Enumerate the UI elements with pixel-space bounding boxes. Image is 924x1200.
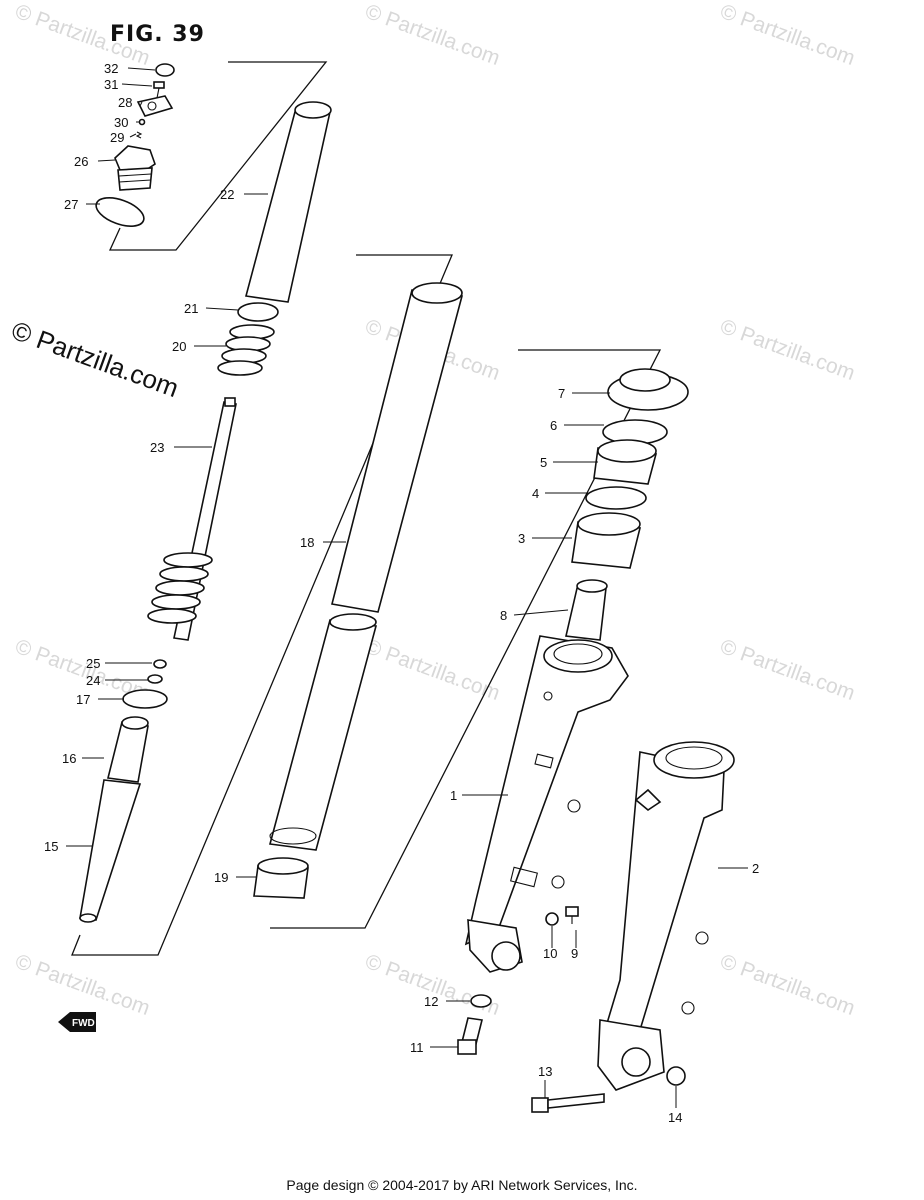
page-footer: Page design © 2004-2017 by ARI Network S…: [286, 1177, 638, 1193]
cylinder-lock-piece[interactable]: [565, 579, 608, 641]
spring-small[interactable]: [135, 131, 143, 139]
callout-32[interactable]: 32: [104, 61, 118, 76]
callout-15[interactable]: 15: [44, 839, 58, 854]
fwd-arrow-icon: FWD: [58, 1012, 96, 1032]
group-box-inner-tube: [71, 254, 453, 956]
callout-21[interactable]: 21: [184, 301, 198, 316]
callout-17[interactable]: 17: [76, 692, 90, 707]
figure-title: FIG. 39: [110, 22, 205, 47]
bolt-9[interactable]: [565, 906, 579, 924]
callout-20[interactable]: 20: [172, 339, 186, 354]
fwd-label: FWD: [72, 1018, 95, 1029]
callout-6[interactable]: 6: [550, 418, 557, 433]
ball[interactable]: [138, 118, 146, 126]
group-box-cap: [108, 61, 328, 251]
inner-tube[interactable]: [268, 282, 464, 851]
callout-14[interactable]: 14: [668, 1110, 682, 1125]
cap-screw[interactable]: [153, 81, 165, 99]
callout-4[interactable]: 4: [532, 486, 539, 501]
callout-13[interactable]: 13: [538, 1064, 552, 1079]
callout-7[interactable]: 7: [558, 386, 565, 401]
oil-seal[interactable]: [593, 439, 658, 485]
fork-spring-upper[interactable]: [217, 324, 275, 376]
group-box-outer-tube: [270, 349, 662, 929]
outer-tube-right[interactable]: [597, 741, 735, 1091]
callout-24[interactable]: 24: [86, 673, 100, 688]
outer-tube-left[interactable]: [464, 635, 629, 973]
washer-14[interactable]: [666, 1066, 686, 1086]
oil-lock-ring[interactable]: [122, 689, 168, 709]
callout-29[interactable]: 29: [110, 130, 124, 145]
callout-10[interactable]: 10: [543, 946, 557, 961]
callout-27[interactable]: 27: [64, 197, 78, 212]
slide-bushing[interactable]: [253, 857, 309, 899]
leader-lines: [66, 67, 748, 1108]
circlip-24[interactable]: [147, 674, 163, 684]
callout-16[interactable]: 16: [62, 751, 76, 766]
callout-1[interactable]: 1: [450, 788, 457, 803]
callout-9[interactable]: 9: [571, 946, 578, 961]
callout-12[interactable]: 12: [424, 994, 438, 1009]
callout-8[interactable]: 8: [500, 608, 507, 623]
guide-bushing[interactable]: [571, 512, 642, 569]
callout-26[interactable]: 26: [74, 154, 88, 169]
gasket-12[interactable]: [470, 994, 492, 1008]
callout-23[interactable]: 23: [150, 440, 164, 455]
fork-cap-bolt[interactable]: [114, 145, 156, 191]
washer-25[interactable]: [153, 659, 167, 669]
callout-25[interactable]: 25: [86, 656, 100, 671]
callout-22[interactable]: 22: [220, 187, 234, 202]
callout-18[interactable]: 18: [300, 535, 314, 550]
callout-labels: 32 31 28 30 29 26 27 22 21 20 23 18 25 2…: [44, 61, 759, 1125]
adjuster[interactable]: [136, 95, 174, 117]
callout-31[interactable]: 31: [104, 77, 118, 92]
callout-2[interactable]: 2: [752, 861, 759, 876]
spring-seat[interactable]: [237, 302, 279, 322]
cylinder-damper[interactable]: [79, 716, 149, 923]
callout-3[interactable]: 3: [518, 531, 525, 546]
washer-10[interactable]: [545, 912, 559, 926]
callout-28[interactable]: 28: [118, 95, 132, 110]
cap-plug[interactable]: [155, 63, 175, 77]
callout-11[interactable]: 11: [410, 1040, 424, 1055]
damper-bolt-11[interactable]: [457, 1017, 483, 1055]
callout-5[interactable]: 5: [540, 455, 547, 470]
callout-30[interactable]: 30: [114, 115, 128, 130]
o-ring-cap[interactable]: [92, 192, 147, 232]
axle-bolt-13[interactable]: [531, 1093, 605, 1113]
oil-seal-retainer[interactable]: [585, 486, 647, 510]
callout-19[interactable]: 19: [214, 870, 228, 885]
rebound-spring[interactable]: [147, 552, 213, 624]
dust-seal[interactable]: [607, 368, 689, 411]
spacer-pipe[interactable]: [244, 101, 332, 303]
